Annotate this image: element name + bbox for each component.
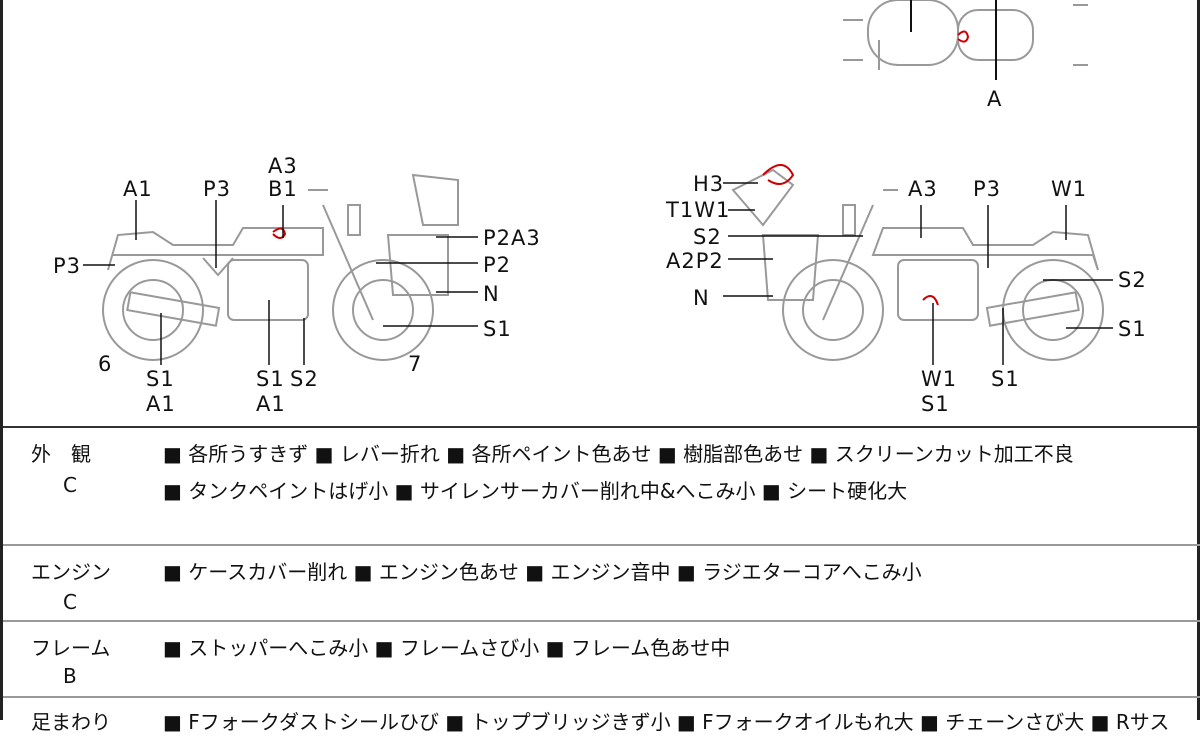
section-grade: B [63,664,77,688]
diagram-label: W1 [1051,177,1088,201]
diagram-label: W1 [921,367,958,391]
diagram-label: 7 [408,352,423,376]
diagram-label: S2 [1118,268,1147,292]
section-grade: C [63,590,77,614]
section-findings: ■ 各所うすきず ■ レバー折れ ■ 各所ペイント色あせ ■ 樹脂部色あせ ■ … [163,442,1074,466]
section-findings: ■ ストッパーへこみ小 ■ フレームさび小 ■ フレーム色あせ中 [163,636,731,660]
diagram-label: A1 [146,392,176,416]
diagram-label: P3 [203,177,232,201]
section-findings: ■ ケースカバー削れ ■ エンジン色あせ ■ エンジン音中 ■ ラジエターコアへ… [163,560,922,584]
diagram-label: H3 [693,172,725,196]
section-exterior: 外 観 C ■ 各所うすきず ■ レバー折れ ■ 各所ペイント色あせ ■ 樹脂部… [3,428,1200,546]
diagram-label: S2 [290,367,319,391]
diagram-label: S1 [146,367,175,391]
top-view-label: A [987,87,1003,111]
diagram-label: A2P2 [666,249,724,273]
diagram-label: A3 [908,177,938,201]
diagram-label: S2 [693,225,722,249]
section-category: 足まわり [31,710,111,734]
diagram-label: S1 [256,367,285,391]
diagram-label: S1 [483,317,512,341]
diagram-label: A1 [256,392,286,416]
left-side-motorcycle [83,173,478,365]
diagram-label: P3 [53,254,82,278]
section-category: エンジン [31,560,111,584]
diagram-label: S1 [991,367,1020,391]
section-findings: ■ タンクペイントはげ小 ■ サイレンサーカバー削れ中&へこみ小 ■ シート硬化… [163,479,908,503]
damage-diagram: A A3 B1 A1 P3 P3 P2A3 P2 N S1 6 7 S1 A1 … [3,0,1200,428]
diagram-label: A3 [268,154,298,178]
section-grade: C [63,473,77,497]
section-category: 外 観 [31,442,91,466]
section-findings: ■ Fフォークダストシールひび ■ トップブリッジきず小 ■ Fフォークオイルも… [163,710,1170,734]
diagram-label: P3 [973,177,1002,201]
top-view-motorcycle [843,0,1088,80]
diagram-label: N [693,286,710,310]
section-frame: フレーム B ■ ストッパーへこみ小 ■ フレームさび小 ■ フレーム色あせ中 [3,622,1200,698]
section-category: フレーム [31,636,111,660]
diagram-label: S1 [1118,317,1147,341]
diagram-label: S1 [921,392,950,416]
diagram-label: P2 [483,253,512,277]
diagram-label: N [483,282,500,306]
right-side-motorcycle [723,164,1113,365]
diagram-label: P2A3 [483,226,541,250]
diagram-label: 6 [98,352,113,376]
section-suspension: 足まわり ■ Fフォークダストシールひび ■ トップブリッジきず小 ■ Fフォー… [3,698,1200,738]
diagram-label: B1 [268,177,298,201]
diagram-label: A1 [123,177,153,201]
motorcycle-drawings [83,0,1113,365]
diagram-label: T1W1 [666,198,731,222]
section-engine: エンジン C ■ ケースカバー削れ ■ エンジン色あせ ■ エンジン音中 ■ ラ… [3,546,1200,622]
